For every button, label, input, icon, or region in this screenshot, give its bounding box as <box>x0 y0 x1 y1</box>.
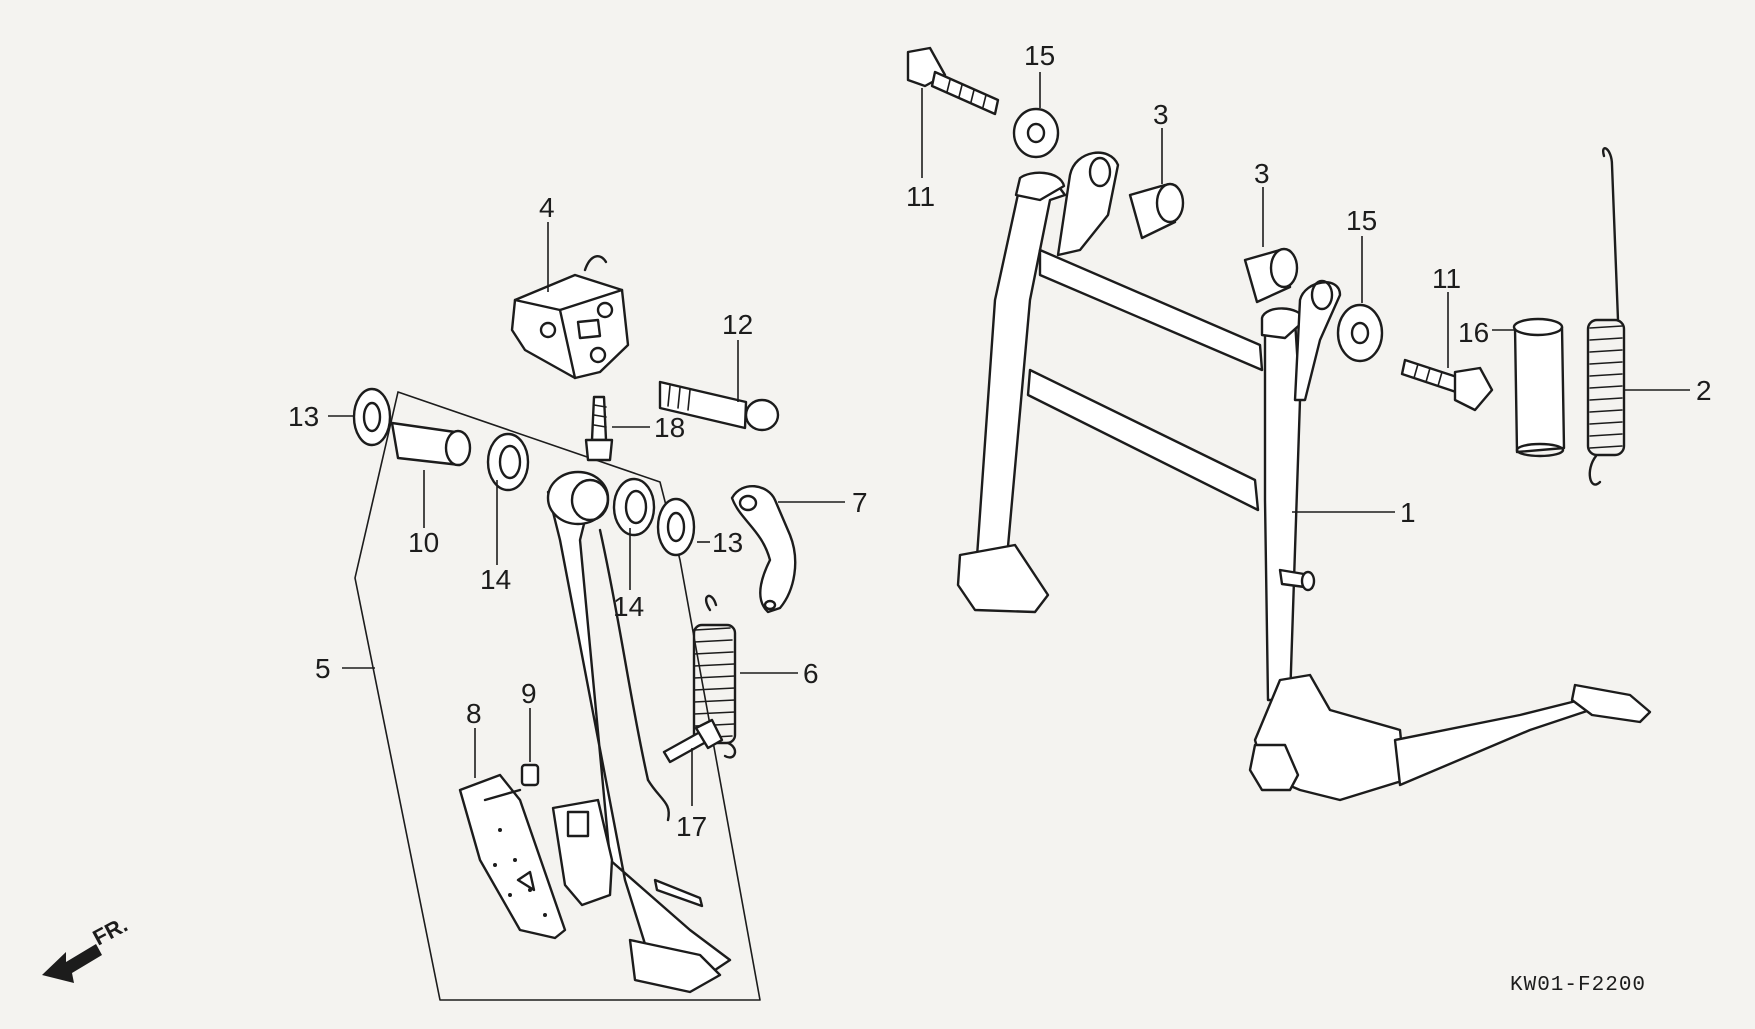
spring-cover-tube-16 <box>1512 317 1566 458</box>
callout-13b: 13 <box>712 527 743 558</box>
callout-11a: 11 <box>906 181 935 212</box>
callout-3b: 3 <box>1254 158 1270 189</box>
main-stand-spring <box>1586 147 1626 486</box>
callout-11b: 11 <box>1432 263 1461 294</box>
bolt-11-right <box>1400 358 1494 412</box>
front-direction-indicator: FR. <box>42 912 132 983</box>
bushing-3-left <box>1128 182 1185 240</box>
collar-10 <box>390 421 472 467</box>
front-arrow-icon <box>42 944 102 983</box>
washer-13-left <box>352 387 392 447</box>
bolt-11-top <box>906 46 1000 116</box>
callout-4: 4 <box>539 192 555 223</box>
callout-6: 6 <box>803 658 819 689</box>
callout-13a: 13 <box>288 401 319 432</box>
side-stand-switch <box>510 254 630 380</box>
bolt-12 <box>658 380 780 432</box>
bushing-3-right <box>1243 247 1299 304</box>
side-stand-arm <box>546 470 732 994</box>
bolt-17 <box>662 718 724 764</box>
washer-15-right <box>1336 303 1384 363</box>
callout-5: 5 <box>315 653 331 684</box>
callout-1: 1 <box>1400 497 1416 528</box>
callout-14b: 14 <box>613 591 644 622</box>
dust-seal-14-right <box>612 477 656 537</box>
callout-16: 16 <box>1458 317 1489 348</box>
callout-15a: 15 <box>1024 40 1055 71</box>
spring-hook-plate <box>730 484 797 614</box>
callout-3a: 3 <box>1153 99 1169 130</box>
leader-lines <box>328 72 1690 806</box>
washer-13-right <box>656 497 696 557</box>
dust-seal-14-left <box>486 432 530 492</box>
washer-15-top <box>1012 107 1060 159</box>
callout-10: 10 <box>408 527 439 558</box>
collar-9 <box>520 763 540 787</box>
callout-14a: 14 <box>480 564 511 595</box>
side-stand-rubber-pad <box>458 773 567 940</box>
bolt-18 <box>584 395 614 462</box>
callout-2: 2 <box>1696 375 1712 406</box>
callout-labels: 1 2 3 3 4 5 6 7 8 9 10 11 11 12 13 13 14… <box>288 40 1712 842</box>
diagram-code: KW01-F2200 <box>1510 974 1646 997</box>
callout-15b: 15 <box>1346 205 1377 236</box>
callout-18: 18 <box>654 412 685 443</box>
side-stand-switch-bracket <box>551 798 614 907</box>
callout-12: 12 <box>722 309 753 340</box>
callout-9: 9 <box>521 678 537 709</box>
main-stand <box>956 151 1652 802</box>
callout-8: 8 <box>466 698 482 729</box>
callout-7: 7 <box>852 487 868 518</box>
callout-17: 17 <box>676 811 707 842</box>
side-stand-assembly-boundary <box>354 391 761 1001</box>
